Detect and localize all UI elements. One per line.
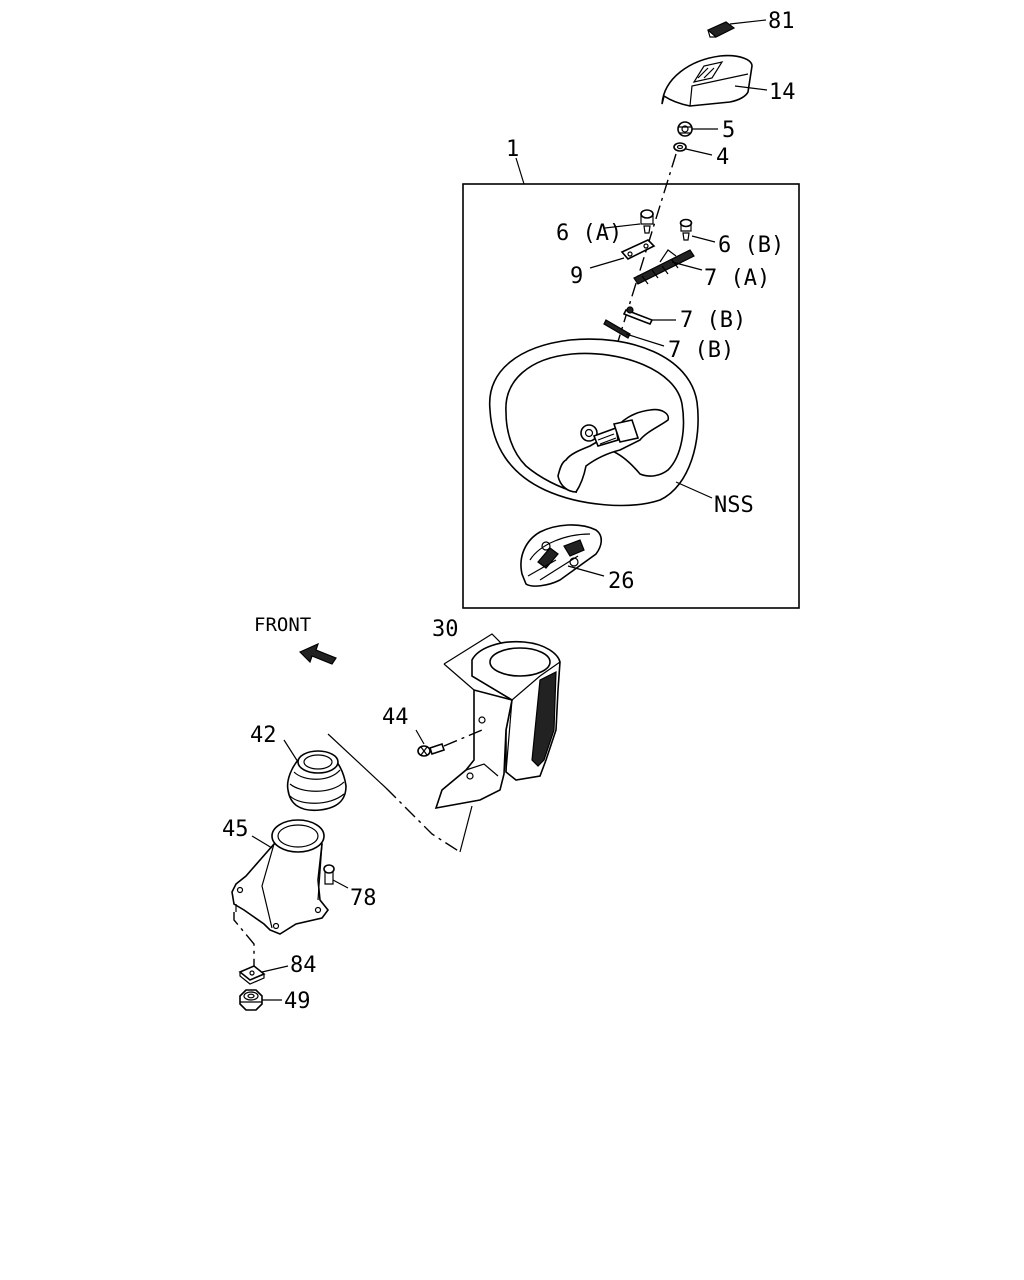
label-part-7b-lower: 7 (B): [668, 338, 734, 363]
label-part-42: 42: [250, 723, 277, 748]
label-nss: NSS: [714, 493, 754, 518]
arrow-up-left-icon: [298, 642, 337, 665]
label-part-45: 45: [222, 817, 249, 842]
label-part-14: 14: [769, 80, 796, 105]
label-part-78: 78: [350, 886, 377, 911]
part-14-horn-cover: [661, 54, 753, 107]
label-part-6b: 6 (B): [718, 233, 784, 258]
part-7b-upper-contact: [622, 306, 654, 326]
part-7b-lower-contact: [603, 319, 631, 339]
part-26-cover: [520, 524, 603, 587]
part-45-cone-boot: [231, 819, 330, 935]
part-9-bracket: [620, 239, 656, 260]
label-part-26: 26: [608, 569, 635, 594]
part-42-bellows: [286, 750, 347, 812]
part-6b-screw: [679, 218, 693, 241]
label-part-30: 30: [432, 617, 459, 642]
label-part-84: 84: [290, 953, 317, 978]
label-part-44: 44: [382, 705, 409, 730]
part-84-plate: [238, 965, 266, 985]
part-30-column-cover: [434, 640, 561, 810]
label-front: FRONT: [254, 614, 311, 636]
part-6a-screw: [640, 209, 654, 234]
label-part-1: 1: [506, 137, 519, 162]
part-81-switch: [706, 21, 736, 38]
part-7a-contact: [633, 249, 695, 285]
steering-wheel: [488, 338, 699, 507]
label-part-6a: 6 (A): [556, 221, 622, 246]
part-78-screw: [323, 864, 335, 885]
label-part-9: 9: [570, 264, 583, 289]
part-4-washer: [673, 142, 687, 152]
label-part-81: 81: [768, 9, 795, 34]
part-49-nut: [239, 989, 263, 1011]
assembly-box: [462, 183, 800, 609]
label-part-49: 49: [284, 989, 311, 1014]
label-part-7b-upper: 7 (B): [680, 308, 746, 333]
label-part-4: 4: [716, 145, 729, 170]
label-part-5: 5: [722, 118, 735, 143]
part-5-nut: [677, 121, 693, 137]
label-part-7a: 7 (A): [704, 266, 770, 291]
part-44-screw: [417, 742, 446, 757]
